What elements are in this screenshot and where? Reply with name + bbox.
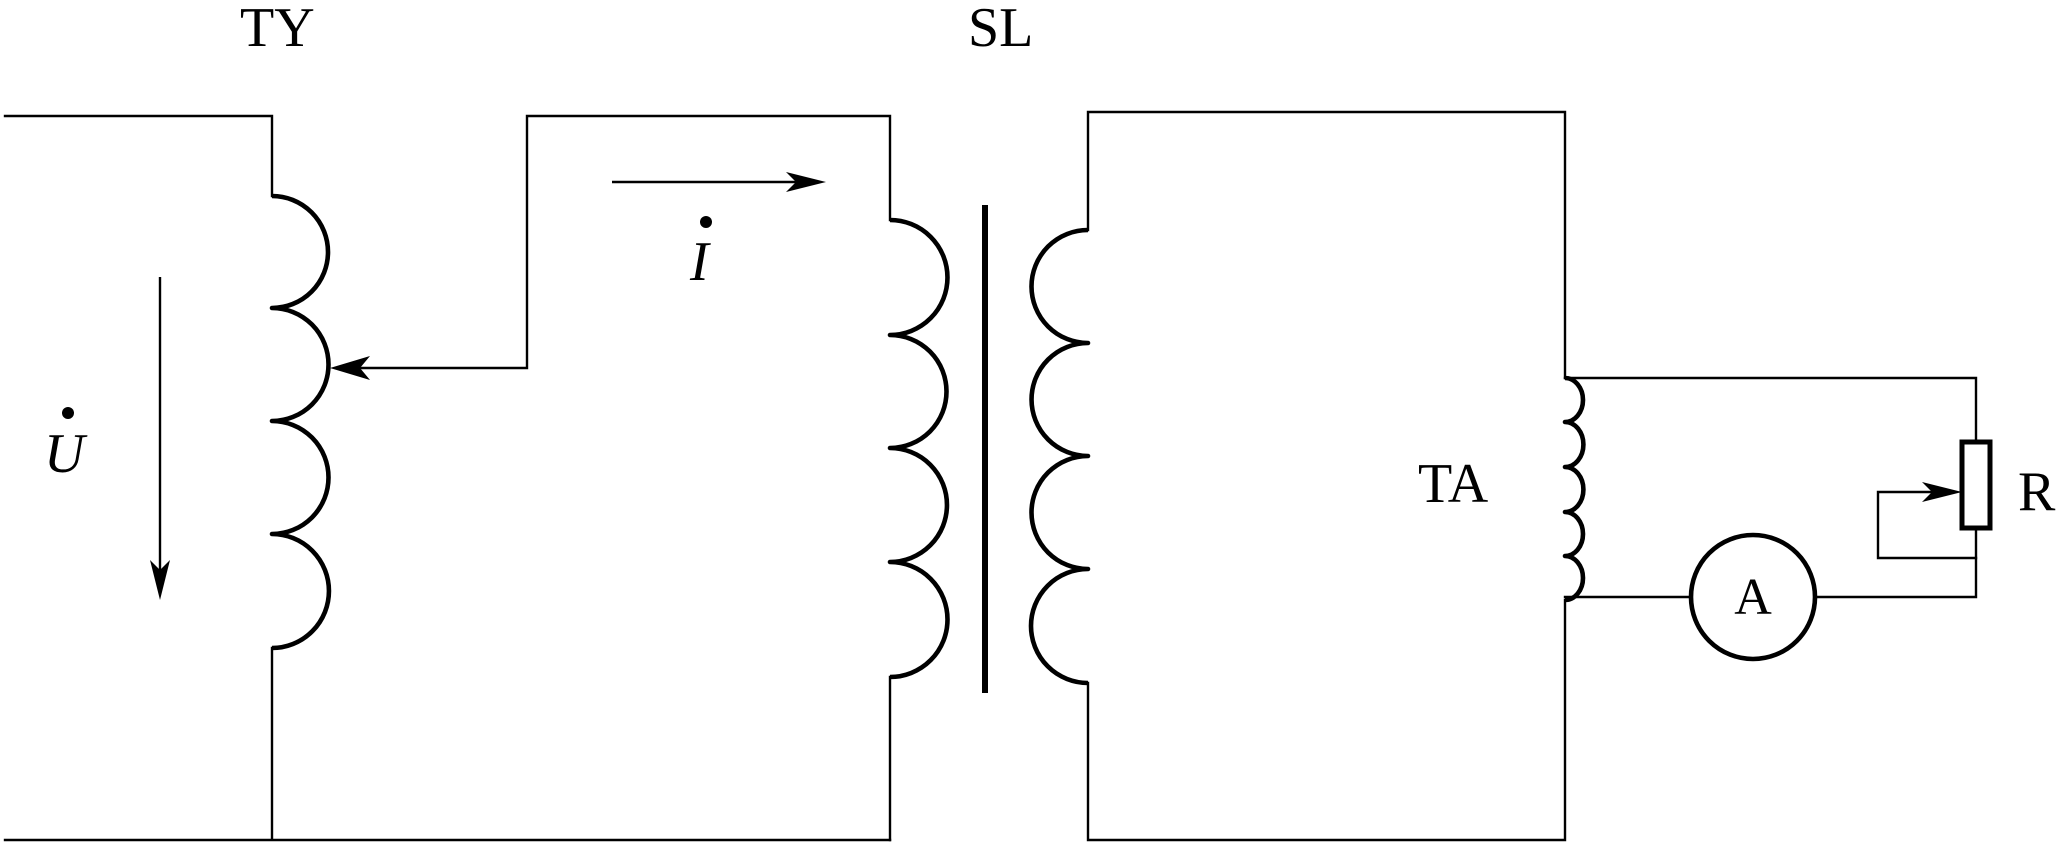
current-phasor-dot [700, 216, 712, 228]
transformer-secondary-coil [1028, 227, 1091, 686]
transformer-secondary-bottom-wire [1086, 598, 1567, 842]
voltage-phasor-dot [62, 407, 74, 419]
transformer-secondary-top-wire [1086, 110, 1567, 380]
resistor-slider-wire [1876, 490, 1978, 560]
resistor-slider-arrowhead [1922, 482, 1962, 502]
current-label: I [689, 231, 711, 293]
bottom-return-wire [3, 646, 892, 842]
regulator-coil [269, 193, 332, 651]
input-top-wire [3, 114, 274, 198]
voltage-label: U [44, 423, 88, 485]
transformer-primary-coil [887, 217, 950, 680]
voltage-arrowhead [150, 560, 170, 600]
current-transformer-label: TA [1418, 453, 1489, 515]
measure-top-wire [1563, 376, 1978, 444]
regulator-tap-wire [348, 114, 892, 370]
measure-bottom-wire [1563, 526, 1978, 599]
current-arrowhead [786, 172, 826, 192]
current-transformer-coil [1562, 375, 1586, 603]
ammeter-label: A [1734, 569, 1772, 626]
ammeter-circle [1688, 532, 1818, 662]
resistor-label: R [2018, 461, 2056, 523]
transformer-label: SL [968, 0, 1033, 59]
regulator-label: TY [240, 0, 315, 59]
resistor-body [1959, 439, 1993, 531]
regulator-tap-arrowhead [330, 356, 370, 380]
